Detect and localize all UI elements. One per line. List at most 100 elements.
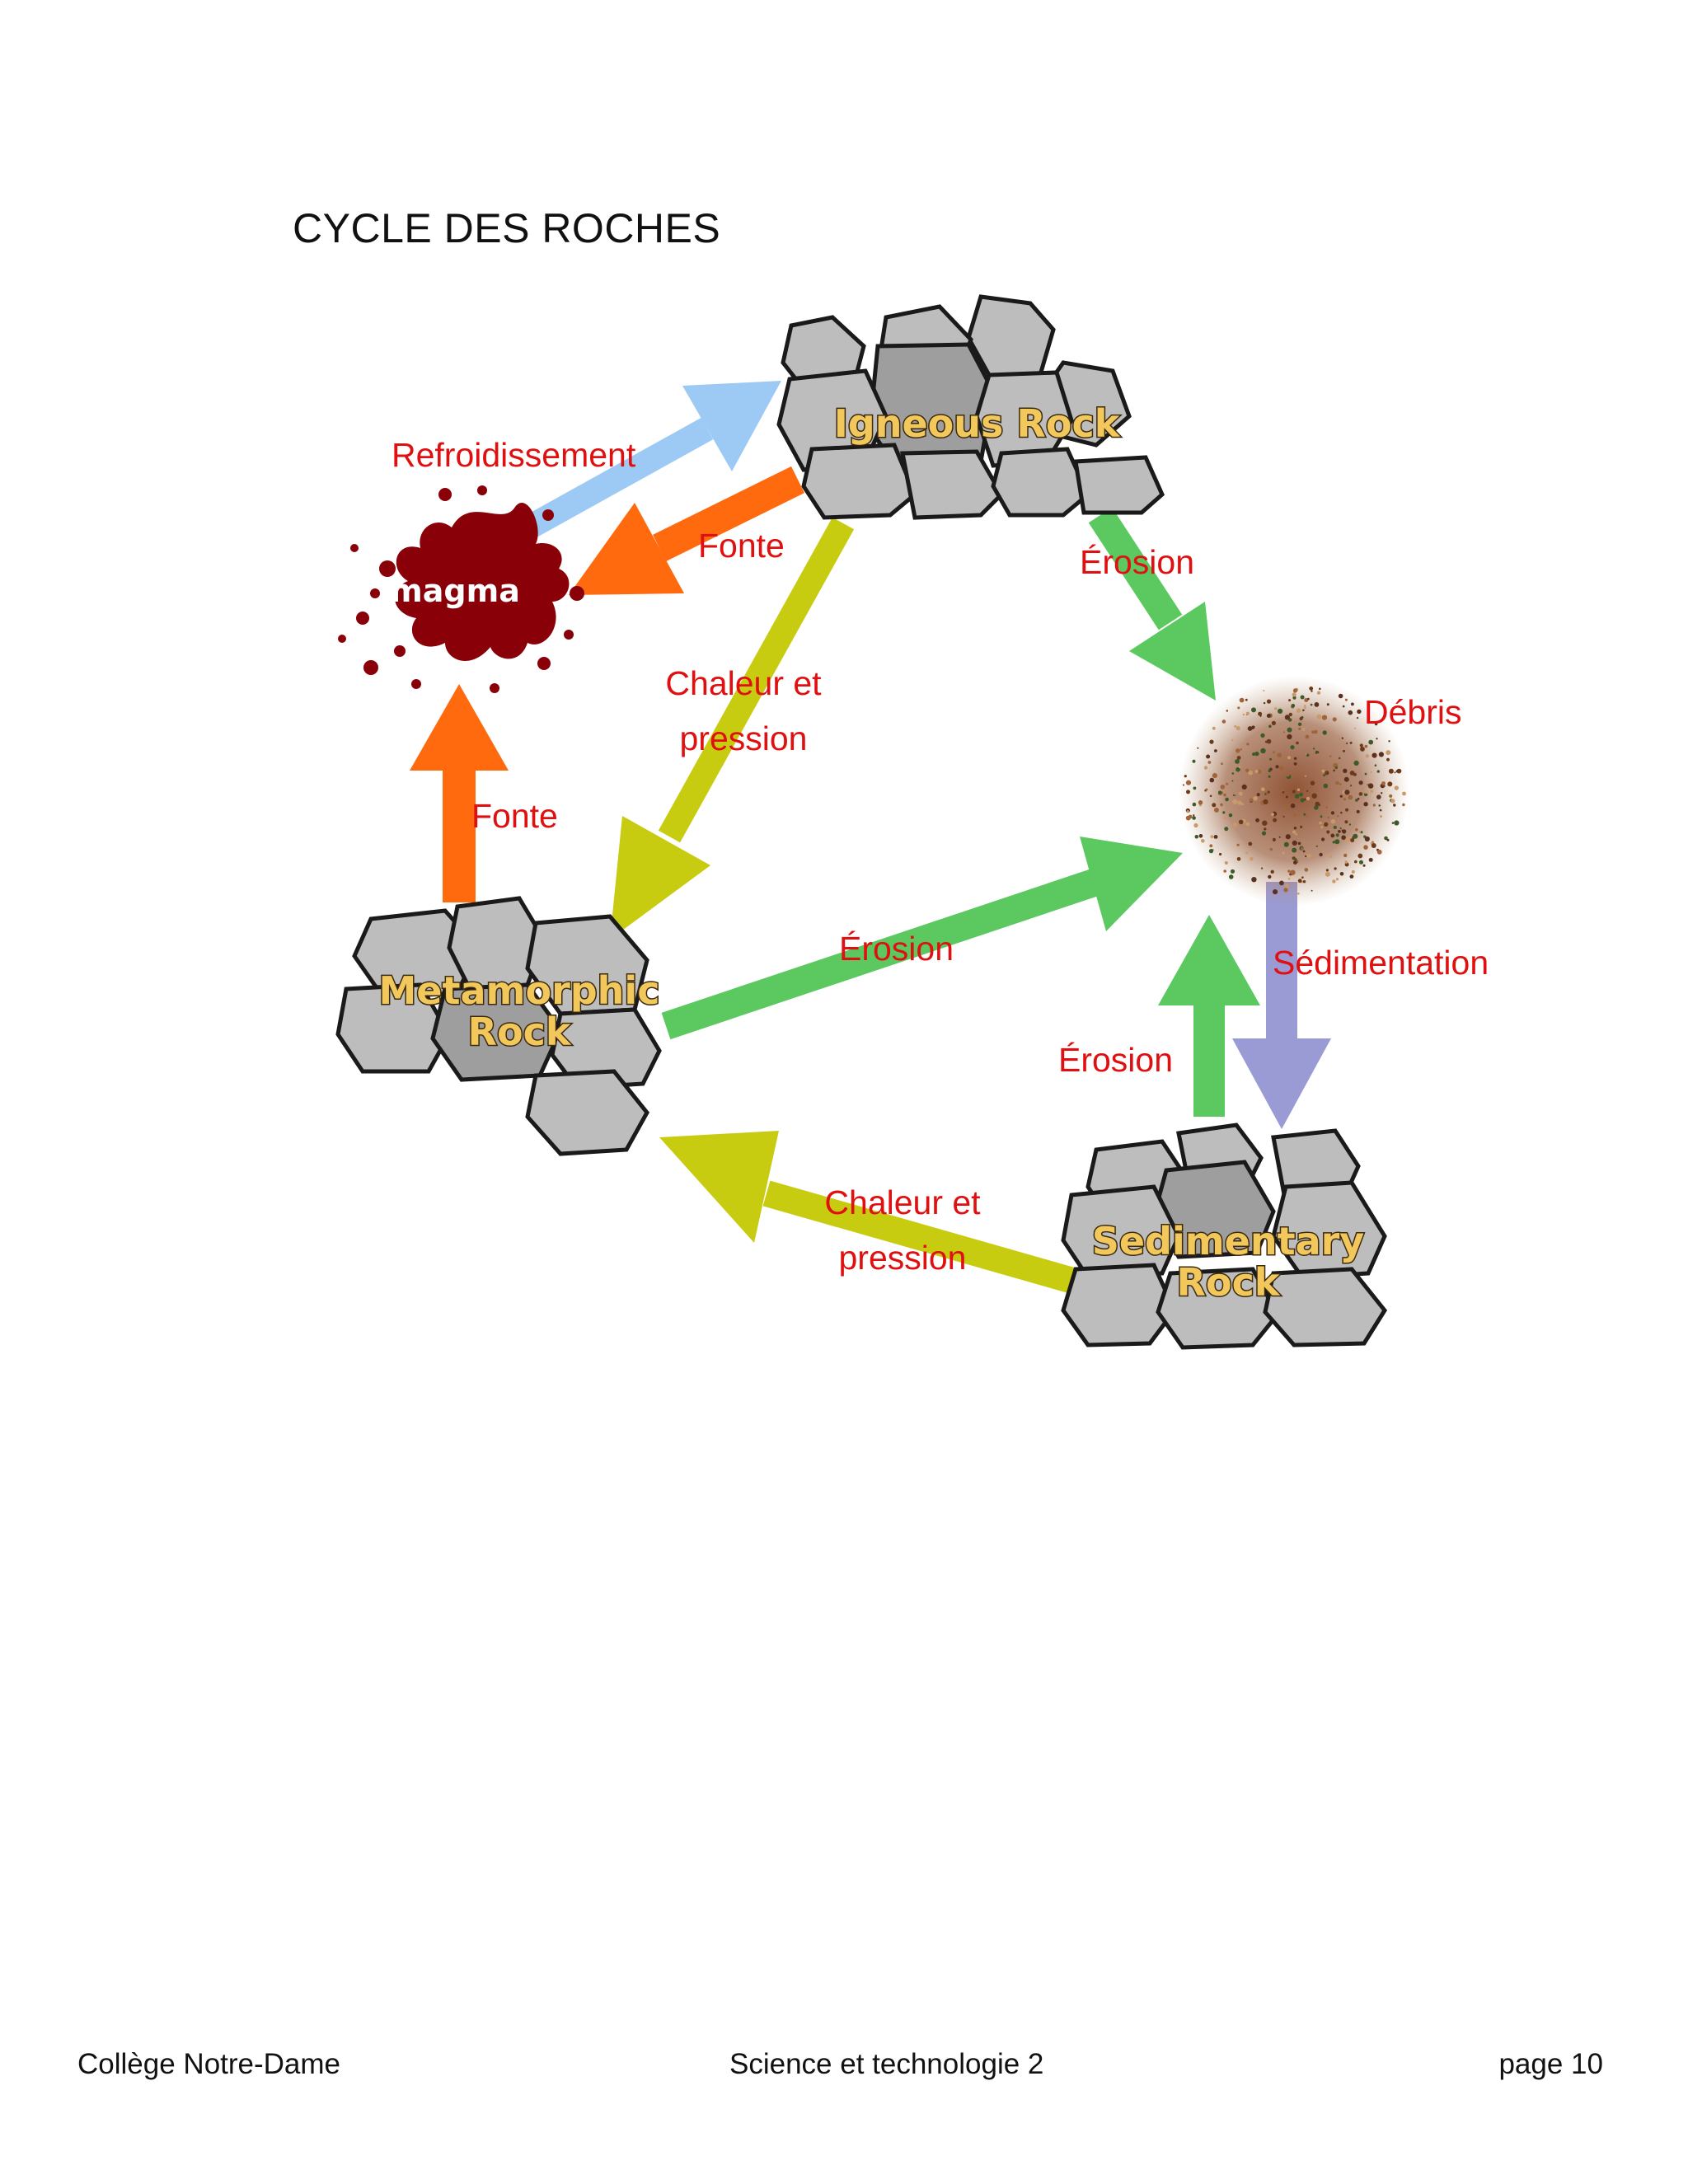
debris-particle <box>1362 864 1366 867</box>
debris-particle <box>1344 820 1348 824</box>
debris-particle <box>1325 771 1329 776</box>
debris-particle <box>1324 822 1329 827</box>
debris-particle <box>1363 845 1368 850</box>
debris-particle <box>1306 753 1310 757</box>
debris-particle <box>1359 743 1363 748</box>
debris-particle <box>1365 754 1370 758</box>
debris-particle <box>1257 769 1262 774</box>
debris-particle <box>1372 804 1376 807</box>
debris-particle <box>1343 749 1345 752</box>
debris-particle <box>1394 771 1396 774</box>
debris-particle <box>1386 757 1390 762</box>
debris-particle <box>1306 815 1309 818</box>
debris-particle <box>1345 808 1349 812</box>
debris-particle <box>1315 845 1318 847</box>
debris-cloud <box>1179 676 1409 907</box>
debris-particle <box>1240 748 1242 751</box>
debris-particle <box>1292 692 1296 697</box>
debris-particle <box>1326 703 1329 706</box>
debris-particle <box>1332 841 1335 844</box>
debris-particle <box>1383 785 1386 788</box>
debris-particle <box>1234 724 1237 728</box>
debris-particle <box>1394 820 1400 826</box>
debris-particle <box>1348 823 1352 826</box>
debris-particle <box>1299 792 1303 797</box>
debris-particle <box>1207 761 1212 764</box>
debris-particle <box>1285 883 1290 888</box>
debris-particle <box>1234 794 1236 797</box>
debris-particle <box>1386 838 1390 841</box>
melting-arrow-metamorphic-to-magma <box>410 684 509 902</box>
debris-particle <box>1245 768 1250 773</box>
debris-particle <box>1226 710 1229 712</box>
debris-particle <box>1311 793 1317 799</box>
debris-particle <box>1197 747 1199 749</box>
debris-particle <box>1356 716 1359 719</box>
debris-particle <box>1364 772 1367 776</box>
debris-particle <box>1402 791 1406 796</box>
label-fonte-left: Fonte <box>471 797 558 835</box>
debris-particle <box>1389 794 1393 798</box>
debris-particle <box>1286 806 1290 811</box>
debris-particle <box>1402 803 1405 807</box>
footer-course: Science et technologie 2 <box>729 2048 1044 2080</box>
debris-particle <box>1387 781 1393 787</box>
debris-particle <box>1343 776 1349 782</box>
debris-particle <box>1295 832 1297 836</box>
debris-particle <box>1333 769 1335 772</box>
debris-particle <box>1395 770 1399 773</box>
debris-particle <box>1342 829 1347 834</box>
debris-particle <box>1254 751 1259 757</box>
debris-particle <box>1325 869 1329 872</box>
debris-particle <box>1222 811 1226 814</box>
debris-particle <box>1303 813 1306 816</box>
debris-particle <box>1314 702 1320 707</box>
debris-particle <box>1287 869 1291 873</box>
debris-particle <box>1198 834 1203 838</box>
debris-particle <box>1319 821 1322 825</box>
debris-particle <box>1273 818 1278 823</box>
debris-particle <box>1376 754 1378 757</box>
debris-particle <box>1340 811 1343 814</box>
debris-particle <box>1348 794 1353 800</box>
debris-particle <box>1334 766 1338 770</box>
debris-particle <box>1271 720 1276 726</box>
debris-particle <box>1355 827 1358 832</box>
debris-particle <box>1316 751 1320 754</box>
debris-particle <box>1220 785 1226 790</box>
debris-particle <box>1238 766 1241 768</box>
debris-particle <box>1321 715 1328 720</box>
debris-particle <box>1393 804 1396 807</box>
debris-particle <box>1297 722 1302 726</box>
debris-particle <box>1245 711 1250 715</box>
debris-particle <box>1302 850 1306 853</box>
label-chaleur-bottom-line2: pression <box>839 1239 967 1277</box>
debris-particle <box>1332 717 1337 722</box>
debris-particle <box>1223 793 1226 797</box>
debris-particle <box>1185 780 1192 785</box>
debris-particle <box>1305 855 1307 858</box>
debris-particle <box>1300 798 1305 803</box>
debris-particle <box>1261 787 1265 791</box>
debris-particle <box>1334 839 1340 845</box>
debris-particle <box>1291 704 1296 708</box>
label-sedimentation: Sédimentation <box>1273 944 1489 982</box>
debris-particle <box>1380 815 1382 818</box>
debris-particle <box>1236 857 1241 861</box>
debris-particle <box>1228 874 1234 879</box>
debris-particle <box>1235 759 1240 764</box>
debris-particle <box>1342 705 1345 708</box>
debris-particle <box>1186 810 1189 813</box>
debris-particle <box>1336 815 1339 818</box>
debris-particle <box>1258 711 1263 716</box>
debris-particle <box>1271 813 1274 816</box>
debris-particle <box>1316 691 1321 695</box>
debris-particle <box>1256 793 1260 797</box>
debris-particle <box>1302 709 1305 712</box>
metamorphic-rock: Metamorphic Rock <box>335 896 662 1156</box>
debris-particle <box>1374 764 1377 766</box>
debris-particle <box>1292 840 1297 846</box>
magma-splat: magma <box>338 485 584 693</box>
debris-particle <box>1368 739 1374 745</box>
debris-particle <box>1309 687 1314 691</box>
